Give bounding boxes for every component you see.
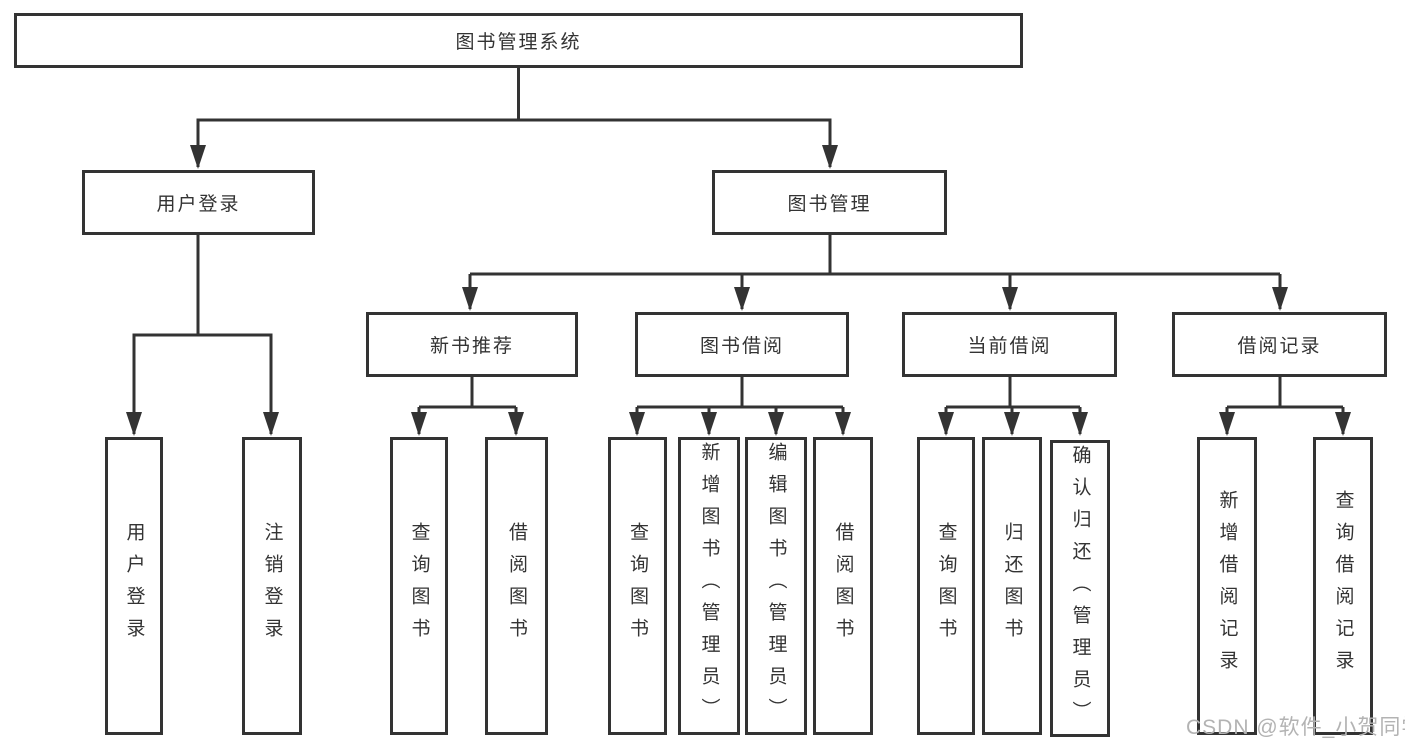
node-borrowing-records: 借阅记录 [1172, 312, 1387, 377]
node-leaf-query-borrow-record: 查询借阅记录 [1313, 437, 1373, 735]
connector-login-to-leaf-1 [126, 235, 200, 436]
watermark: CSDN @软件_小贺同学 [1186, 716, 1405, 739]
connector-root-to-book-management [517, 68, 838, 169]
connector-newbook-bus [419, 377, 516, 409]
node-leaf-query-books-3: 查询图书 [917, 437, 975, 735]
node-leaf-edit-books-admin: 编辑图书（管理员） [745, 437, 807, 735]
node-leaf-return-books: 归还图书 [982, 437, 1042, 735]
node-leaf-add-books-admin: 新增图书（管理员） [678, 437, 740, 735]
node-leaf-query-books-1: 查询图书 [390, 437, 448, 735]
node-leaf-confirm-return-admin: 确认归还（管理员） [1050, 440, 1110, 737]
node-current-borrowing: 当前借阅 [902, 312, 1117, 377]
node-book-management: 图书管理 [712, 170, 947, 235]
node-book-borrowing: 图书借阅 [635, 312, 849, 377]
node-leaf-user-login: 用户登录 [105, 437, 163, 735]
node-leaf-logout: 注销登录 [242, 437, 302, 735]
node-leaf-add-borrow-record: 新增借阅记录 [1197, 437, 1257, 735]
node-root: 图书管理系统 [14, 13, 1023, 68]
connector-borrowing-bus [637, 377, 843, 409]
node-user-login: 用户登录 [82, 170, 315, 235]
connector-login-to-leaf-2 [196, 235, 279, 436]
connector-records-bus [1227, 377, 1343, 409]
node-leaf-borrow-books-2: 借阅图书 [813, 437, 873, 735]
node-leaf-query-books-2: 查询图书 [608, 437, 667, 735]
connector-current-bus [946, 377, 1080, 409]
connector-root-to-user-login [190, 68, 520, 169]
node-leaf-borrow-books-1: 借阅图书 [485, 437, 548, 735]
node-new-book-recommend: 新书推荐 [366, 312, 578, 377]
connector-management-bus [470, 235, 1280, 276]
